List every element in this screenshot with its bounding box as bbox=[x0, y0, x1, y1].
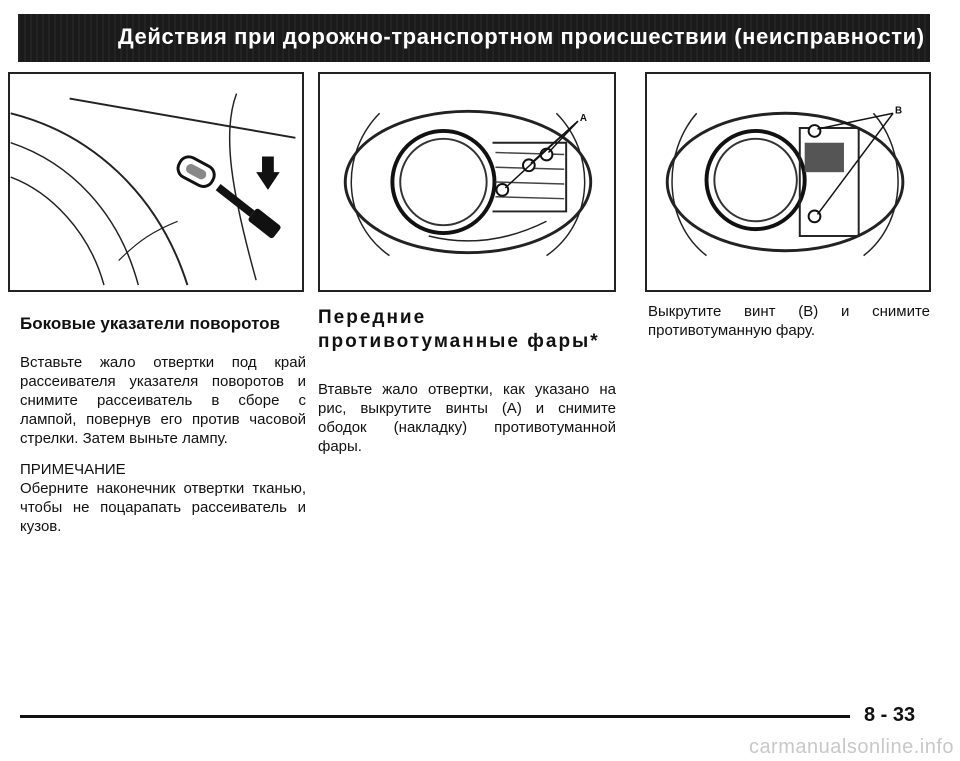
figure-fog-lamp-screws-a: A bbox=[318, 72, 616, 292]
header-band bbox=[18, 14, 930, 62]
note-paragraph: Оберните наконечник отвертки тканью, что… bbox=[20, 480, 306, 535]
callout-b-label: B bbox=[895, 105, 902, 116]
column-side-turn-signals: Боковые указатели поворотов Вставьте жал… bbox=[20, 314, 306, 548]
callout-a-label: A bbox=[580, 113, 587, 124]
fog-lamp-illustration: B bbox=[665, 105, 905, 257]
section-heading-side-turn-signals: Боковые указатели поворотов bbox=[20, 314, 281, 333]
instruction-paragraph: Вставьте жало отвертки под край рассеива… bbox=[20, 354, 306, 447]
watermark: carmanualsonline.info bbox=[748, 736, 954, 758]
column-fog-lamp-removal: Выкрутите винт (В) и снимите противотума… bbox=[648, 302, 930, 352]
figure-fog-lamp-screw-b: B bbox=[645, 72, 931, 292]
page-header-title: Действия при дорожно-транспортном происш… bbox=[118, 24, 925, 49]
fog-lamp-bezel-illustration: A bbox=[343, 109, 593, 257]
column-fog-lamps: Передние противотуманные фары* Втавьте ж… bbox=[318, 306, 616, 468]
page-number: 8 - 33 bbox=[864, 704, 916, 726]
instruction-paragraph: Выкрутите винт (В) и снимите противотума… bbox=[648, 303, 930, 339]
section-heading-fog-lamps: Передние противотуманные фары* bbox=[318, 307, 600, 352]
note-title: ПРИМЕЧАНИЕ bbox=[20, 461, 126, 478]
side-turn-signal-illustration bbox=[10, 93, 296, 286]
figure-side-turn-signal bbox=[8, 72, 304, 292]
footer-rule bbox=[20, 715, 850, 718]
instruction-paragraph: Втавьте жало отвертки, как указано на ри… bbox=[318, 381, 616, 455]
